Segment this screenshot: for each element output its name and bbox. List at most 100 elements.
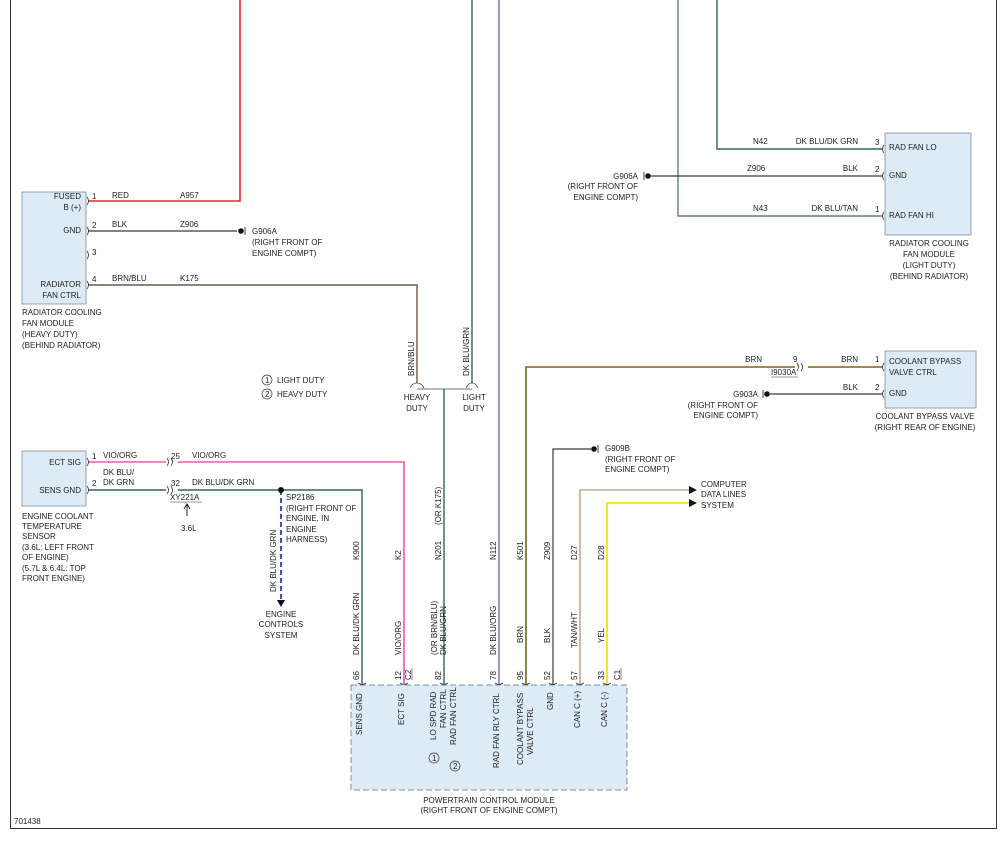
ld-pin3-num: 3 — [875, 138, 880, 147]
wire-n43 — [677, 0, 883, 217]
ld-pin2-num: 2 — [875, 165, 880, 174]
svg-text:SYSTEM: SYSTEM — [701, 501, 734, 510]
svg-text:FAN MODULE: FAN MODULE — [22, 319, 74, 328]
duty-labels: HEAVY DUTY LIGHT DUTY — [404, 393, 486, 413]
ect-sensor-box — [21, 450, 87, 507]
wire-n42 — [716, 0, 883, 150]
splice-label: SP2186 (RIGHT FRONT OF ENGINE, IN ENGINE… — [286, 493, 356, 544]
svg-text:12: 12 — [394, 671, 403, 680]
svg-text:(RIGHT FRONT OF: (RIGHT FRONT OF — [568, 182, 638, 191]
wire-z909 — [552, 448, 591, 684]
wire-d28 — [606, 502, 689, 684]
ect-pin1-label: ECT SIG — [49, 458, 81, 467]
svg-text:BLK: BLK — [543, 627, 552, 643]
svg-text:(5.7L & 6.4L: TOP: (5.7L & 6.4L: TOP — [22, 564, 86, 573]
svg-text:G903A: G903A — [733, 390, 759, 399]
svg-text:(BEHIND RADIATOR): (BEHIND RADIATOR) — [22, 341, 101, 350]
svg-text:95: 95 — [516, 671, 525, 680]
ld-fan-caption: RADIATOR COOLING FAN MODULE (LIGHT DUTY)… — [889, 239, 969, 281]
svg-text:COOLANT BYPASS: COOLANT BYPASS — [516, 693, 525, 765]
svg-text:VALVE CTRL: VALVE CTRL — [526, 707, 535, 755]
svg-text:C2: C2 — [404, 669, 413, 680]
figure-id: 701438 — [14, 817, 41, 826]
ecs-arrow — [277, 600, 285, 607]
hd-ground-id: G906A — [252, 227, 278, 236]
pcm-pin-labels: SENS GND ECT SIG LO SPD RAD FAN CTRL RAD… — [355, 687, 609, 768]
svg-text:DUTY: DUTY — [406, 404, 428, 413]
hd-pin4-wire: BRN/BLU — [112, 274, 147, 283]
svg-text:ENGINE: ENGINE — [266, 610, 297, 619]
svg-text:K501: K501 — [516, 541, 525, 560]
splice-wire-label: DK BLU/DK GRN — [269, 530, 278, 592]
wire-k900 — [178, 489, 363, 684]
pcm-wire-circuits: K900 K2 N201 (OR K175) N112 K501 Z909 D2… — [352, 486, 606, 560]
svg-text:52: 52 — [543, 671, 552, 680]
svg-text:HEAVY: HEAVY — [404, 393, 431, 402]
ld-pin1-wire: DK BLU/TAN — [811, 204, 858, 213]
valve-caption: COOLANT BYPASS VALVE (RIGHT REAR OF ENGI… — [875, 412, 976, 432]
svg-text:ENGINE COMPT): ENGINE COMPT) — [605, 465, 670, 474]
g909b-label: G909B (RIGHT FRONT OF ENGINE COMPT) — [605, 444, 675, 474]
svg-text:(RIGHT FRONT OF: (RIGHT FRONT OF — [605, 455, 675, 464]
ect-caption: ENGINE COOLANT TEMPERATURE SENSOR (3.6L:… — [22, 512, 94, 583]
svg-text:ENGINE COOLANT: ENGINE COOLANT — [22, 512, 94, 521]
ect-pin1-num: 1 — [92, 452, 97, 461]
svg-text:RADIATOR COOLING: RADIATOR COOLING — [22, 308, 102, 317]
ld-pin3-circuit: N42 — [753, 137, 768, 146]
svg-text:N112: N112 — [489, 541, 498, 560]
cdl-arrow-1 — [689, 486, 697, 494]
pcm-note-circle-1 — [428, 752, 440, 764]
svg-text:COMPUTER: COMPUTER — [701, 480, 747, 489]
svg-text:82: 82 — [434, 671, 443, 680]
svg-text:FAN MODULE: FAN MODULE — [903, 250, 955, 259]
wire-a957-red — [88, 0, 241, 202]
svg-text:POWERTRAIN CONTROL MODULE: POWERTRAIN CONTROL MODULE — [423, 796, 555, 805]
ld-pin2-circuit: Z906 — [747, 164, 766, 173]
svg-text:OF ENGINE): OF ENGINE) — [22, 553, 69, 562]
hd-pin2-circuit: Z906 — [180, 220, 199, 229]
svg-text:CAN C (-): CAN C (-) — [600, 692, 609, 727]
svg-text:YEL: YEL — [597, 627, 606, 643]
pcm-box — [350, 684, 628, 791]
cdl-arrow-2 — [689, 499, 697, 507]
svg-text:VIO/ORG: VIO/ORG — [394, 621, 403, 655]
pcm-note-1: 1 — [432, 754, 437, 763]
ect-pin1-wire: VIO/ORG — [103, 451, 137, 460]
ect-pin2-num: 2 — [92, 479, 97, 488]
svg-text:RADIATOR COOLING: RADIATOR COOLING — [889, 239, 969, 248]
wire-k501 — [525, 366, 795, 684]
hd-fan-caption: RADIATOR COOLING FAN MODULE (HEAVY DUTY)… — [22, 308, 102, 350]
valve-pcm-side-wire: BRN — [745, 355, 762, 364]
svg-text:D28: D28 — [597, 545, 606, 560]
inline-connectors — [166, 362, 803, 495]
svg-text:GND: GND — [546, 692, 555, 710]
ect-engine-label: 3.6L — [181, 524, 197, 533]
wire-k175-brnblu — [88, 284, 418, 383]
valve-pin1-num: 1 — [875, 355, 880, 364]
svg-text:RAD FAN CTRL: RAD FAN CTRL — [449, 687, 458, 745]
pcm-pin-chevrons — [357, 682, 612, 685]
svg-text:(RIGHT REAR OF ENGINE): (RIGHT REAR OF ENGINE) — [875, 423, 976, 432]
pcm-wire-colors: DK BLU/DK GRN VIO/ORG (OR BRN/BLU) DK BL… — [352, 593, 606, 655]
svg-text:ECT SIG: ECT SIG — [397, 693, 406, 725]
svg-text:(RIGHT FRONT OF: (RIGHT FRONT OF — [286, 504, 356, 513]
svg-text:D27: D27 — [570, 545, 579, 560]
svg-text:DUTY: DUTY — [463, 404, 485, 413]
svg-text:K900: K900 — [352, 541, 361, 560]
svg-text:78: 78 — [489, 671, 498, 680]
valve-inline-conn: I9030A — [771, 368, 797, 377]
hd-pin4-num: 4 — [92, 275, 97, 284]
ld-pin1-label: RAD FAN HI — [889, 211, 934, 220]
hd-ground-loc-b: ENGINE COMPT) — [252, 249, 317, 258]
svg-text:57: 57 — [570, 671, 579, 680]
hd-pin2-num: 2 — [92, 221, 97, 230]
diagram-frame — [10, 0, 997, 829]
valve-pin1-label-a: COOLANT BYPASS — [889, 357, 961, 366]
ld-pin1-num: 1 — [875, 205, 880, 214]
engine-arrow — [183, 503, 191, 516]
svg-text:SP2186: SP2186 — [286, 493, 315, 502]
svg-text:DATA LINES: DATA LINES — [701, 490, 746, 499]
svg-text:(OR K175): (OR K175) — [434, 486, 443, 525]
svg-text:DK BLU/GRN: DK BLU/GRN — [439, 606, 448, 655]
valve-pin2-wire: BLK — [843, 383, 859, 392]
